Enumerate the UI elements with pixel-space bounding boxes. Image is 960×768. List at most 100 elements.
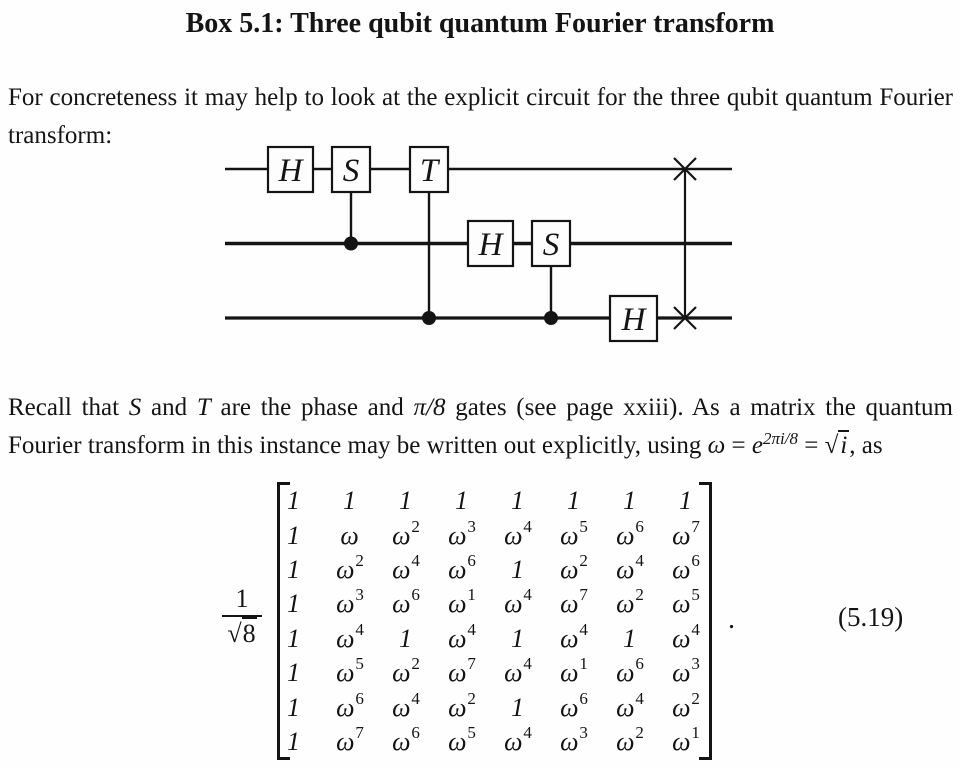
radical-sign: √	[227, 619, 242, 648]
matrix-cell: 1	[399, 623, 412, 653]
gate-box-h3	[608, 294, 659, 343]
matrix-cell: 1	[343, 486, 356, 516]
matrix-cell: 1	[287, 486, 300, 516]
gate-box-t	[408, 145, 450, 194]
matrix-cell: 1	[511, 554, 524, 584]
matrix-cell: ω	[340, 520, 359, 550]
text-run: Recall that	[8, 394, 129, 421]
math-pi-over-8: π/8	[413, 394, 446, 421]
matrix-cell: 1	[287, 726, 300, 756]
matrix-cell: 1	[567, 486, 580, 516]
gate-box-s2	[530, 219, 572, 268]
swap-cross-bottom	[673, 306, 697, 330]
swap-cross-top	[673, 157, 697, 181]
box-title: Box 5.1: Three qubit quantum Fourier tra…	[185, 8, 775, 39]
gate-label-h3: H	[621, 302, 648, 338]
matrix-cell: 1	[679, 486, 692, 516]
gate-label-h2: H	[478, 227, 505, 263]
matrix-cell: 1	[511, 486, 524, 516]
matrix-prefactor-fraction: 1 √8	[222, 584, 262, 649]
control-dot-s1	[344, 236, 358, 251]
matrix-cell: 1	[287, 554, 300, 584]
radicand: 8	[241, 617, 257, 648]
matrix-cell: 1	[623, 486, 636, 516]
text-run: , as	[849, 432, 883, 459]
text-run: gates (see page xxiii). As a matrix the …	[8, 394, 954, 459]
math-exponent: 2πi/8	[763, 429, 798, 448]
matrix-cell: 1	[511, 692, 524, 722]
equation-number: (5.19)	[838, 602, 904, 632]
equals-sign: =	[725, 432, 752, 459]
matrix-cell: 1	[287, 658, 300, 688]
control-dot-t	[422, 311, 436, 325]
matrix-cell: 1	[287, 692, 300, 722]
gate-label-s1: S	[343, 153, 360, 189]
fraction-numerator: 1	[222, 584, 262, 617]
matrix-left-bracket	[277, 482, 290, 760]
matrix-cell: 1	[287, 589, 300, 619]
matrix-cell: 1	[455, 486, 468, 516]
fraction-denominator: √8	[222, 617, 262, 649]
matrix-cell: 1	[511, 623, 524, 653]
gate-label-s2: S	[543, 227, 560, 263]
matrix-cell: 1	[287, 520, 300, 550]
quantum-circuit-diagram: H S T H S H	[225, 145, 732, 343]
gate-box-s1	[330, 145, 372, 194]
gate-label-t: T	[420, 153, 441, 189]
body-paragraph: Recall that S and T are the phase and π/…	[8, 389, 953, 465]
control-dot-s2	[544, 311, 558, 325]
text-run: are the phase and	[210, 394, 414, 421]
math-var-t: T	[196, 394, 211, 421]
math-var-s: S	[128, 394, 142, 421]
equals-sign: =	[797, 432, 825, 459]
matrix-right-bracket	[699, 482, 712, 760]
text-run: and	[141, 394, 197, 421]
gate-label-h1: H	[278, 153, 305, 189]
matrix-cell: 1	[623, 623, 636, 653]
matrix-cell: 1	[287, 623, 300, 653]
matrix-cell: 1	[399, 486, 412, 516]
gate-box-h1	[266, 145, 315, 194]
math-sqrt-i: i	[838, 430, 850, 459]
math-omega: ω	[707, 432, 726, 459]
